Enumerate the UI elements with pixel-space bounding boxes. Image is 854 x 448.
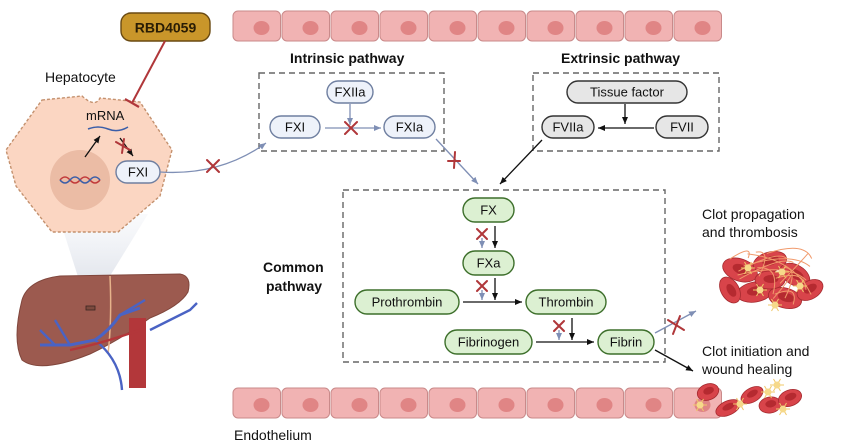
fxa-blocked-x-icon [477, 281, 487, 291]
thrombosis-label-line1: Clot propagation [702, 206, 805, 222]
fvii-node: FVII [656, 116, 708, 138]
thrombosis-label-line2: and thrombosis [702, 224, 798, 240]
common-title-line1: Common [263, 259, 324, 275]
svg-text:FXIa: FXIa [396, 120, 424, 135]
rbd4059-drug: RBD4059 [121, 13, 210, 107]
cell-nucleus [401, 21, 417, 35]
cell-nucleus [303, 21, 319, 35]
liver-shape [17, 274, 189, 366]
fxi-secretion-arrow [160, 143, 266, 172]
extrinsic-title: Extrinsic pathway [561, 50, 680, 66]
platelet [761, 386, 775, 398]
healing-label-line2: wound healing [701, 361, 792, 377]
cell-nucleus [646, 398, 662, 412]
svg-text:Fibrin: Fibrin [610, 335, 643, 350]
fibrinogen-node: Fibrinogen [445, 330, 532, 354]
platelet [770, 379, 784, 391]
cell-nucleus [352, 21, 368, 35]
cell-nucleus [597, 398, 613, 412]
fxa-node: FXa [463, 251, 514, 275]
cell-nucleus [450, 21, 466, 35]
cell-nucleus [499, 21, 515, 35]
fibrin-to-healing-arrow [655, 350, 693, 371]
prothrombin-node: Prothrombin [355, 290, 459, 314]
svg-text:FVIIa: FVIIa [552, 120, 584, 135]
fviia-to-fx-arrow [500, 140, 542, 184]
liver-sample-marker [86, 306, 95, 310]
svg-text:FXI: FXI [285, 120, 305, 135]
fibrin-node: Fibrin [598, 330, 654, 354]
mrna-label: mRNA [86, 108, 125, 123]
fx-node: FX [463, 198, 514, 222]
cell-nucleus [450, 398, 466, 412]
liver-illustration [17, 274, 197, 390]
svg-text:Thrombin: Thrombin [539, 295, 594, 310]
intrinsic-fxi-node: FXI [270, 116, 320, 138]
common-title-line2: pathway [266, 278, 322, 294]
cell-nucleus [499, 398, 515, 412]
cell-nucleus [646, 21, 662, 35]
intrinsic-title: Intrinsic pathway [290, 50, 405, 66]
hepatocyte-label: Hepatocyte [45, 69, 116, 85]
svg-text:FX: FX [480, 203, 497, 218]
vena-cava [129, 318, 146, 388]
cell-nucleus [548, 21, 564, 35]
drug-label: RBD4059 [135, 20, 197, 36]
tissue-factor-node: Tissue factor [567, 81, 687, 103]
svg-text:Tissue factor: Tissue factor [590, 85, 665, 100]
svg-text:Prothrombin: Prothrombin [372, 295, 443, 310]
endothelium-label: Endothelium [234, 427, 312, 443]
endothelium-top [233, 11, 722, 41]
healing-label-line1: Clot initiation and [702, 343, 809, 359]
cell-nucleus [303, 398, 319, 412]
endothelium-bottom [233, 388, 722, 418]
cell-nucleus [597, 21, 613, 35]
svg-text:FXI: FXI [128, 165, 148, 180]
cell-nucleus [401, 398, 417, 412]
hepatocyte: mRNA Hepatocyte FXI [6, 69, 172, 232]
cell-nucleus [254, 21, 270, 35]
thrombus-illustration [715, 248, 826, 312]
thrombin-blocked-x-icon [554, 321, 564, 331]
inhibition-line [132, 41, 165, 103]
cell-nucleus [254, 398, 270, 412]
cell-nucleus [548, 398, 564, 412]
hepatocyte-fxi-node: FXI [116, 161, 160, 183]
fxiia-node: FXIIa [327, 81, 373, 103]
cell-nucleus [352, 398, 368, 412]
svg-text:FXIIa: FXIIa [334, 85, 366, 100]
svg-text:Fibrinogen: Fibrinogen [458, 335, 519, 350]
fxia-node: FXIa [384, 116, 435, 138]
fx-activation-blocked-x-icon [477, 229, 487, 239]
svg-text:FXa: FXa [477, 256, 502, 271]
cell-nucleus [695, 21, 711, 35]
svg-text:FVII: FVII [670, 120, 694, 135]
thrombin-node: Thrombin [526, 290, 606, 314]
fviia-node: FVIIa [542, 116, 594, 138]
